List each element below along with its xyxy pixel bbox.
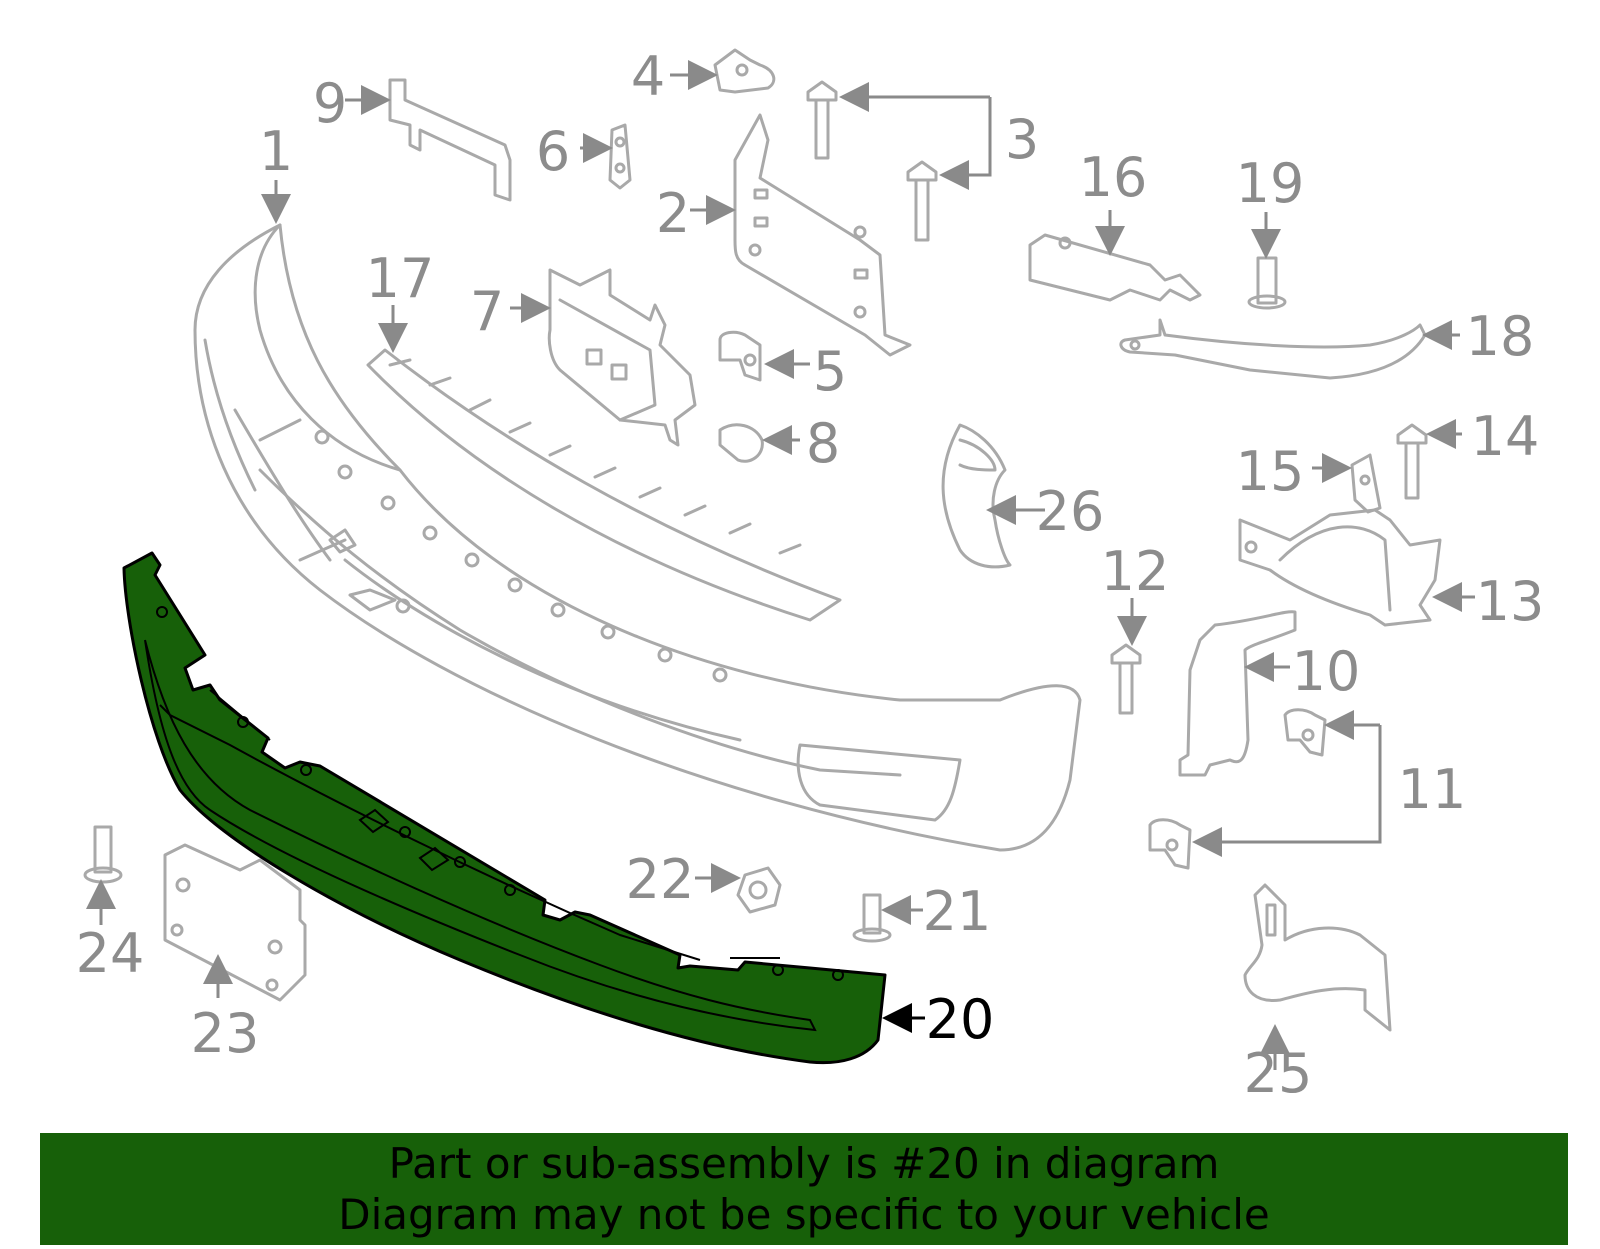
info-banner: Part or sub-assembly is #20 in diagram D… — [40, 1133, 1568, 1245]
callout-10: 10 — [1292, 640, 1361, 703]
callout-8: 8 — [806, 412, 840, 475]
part-5-nut-clip — [718, 330, 762, 382]
banner-line-2: Diagram may not be specific to your vehi… — [338, 1190, 1270, 1239]
callout-24: 24 — [76, 922, 145, 985]
part-17-upper-strip — [366, 348, 842, 622]
part-8-push-pin — [718, 423, 764, 463]
part-9-clip — [388, 78, 512, 202]
part-18-strip — [1119, 318, 1427, 380]
callout-21: 21 — [923, 880, 992, 943]
callout-17: 17 — [366, 247, 435, 310]
part-4-nut-clip — [713, 48, 776, 94]
part-13-bracket — [1238, 508, 1442, 627]
callout-14: 14 — [1471, 405, 1540, 468]
part-14-bolt — [1396, 423, 1428, 500]
callout-22: 22 — [626, 848, 695, 911]
part-12-bolt — [1110, 643, 1142, 715]
part-19-stud — [1247, 256, 1287, 310]
callout-7: 7 — [470, 280, 504, 343]
callout-5: 5 — [813, 340, 847, 403]
callout-1: 1 — [259, 120, 293, 183]
part-23-bracket — [163, 843, 307, 1002]
callout-6: 6 — [536, 120, 570, 183]
part-25-bracket — [1243, 883, 1392, 1032]
part-15-clip — [1350, 453, 1382, 514]
callout-25: 25 — [1244, 1042, 1313, 1105]
callout-20: 20 — [926, 988, 995, 1051]
banner-line-1: Part or sub-assembly is #20 in diagram — [388, 1139, 1220, 1188]
part-20-lower-valance — [122, 551, 887, 1065]
part-24-stud — [83, 825, 123, 884]
callout-16: 16 — [1079, 146, 1148, 209]
callout-2: 2 — [656, 182, 690, 245]
callout-11: 11 — [1398, 758, 1467, 821]
callout-labels: 1 2 3 4 5 6 7 8 9 10 11 12 13 14 15 16 1… — [76, 45, 1545, 1105]
callout-18: 18 — [1466, 305, 1535, 368]
part-21-stud — [852, 893, 892, 943]
callout-4: 4 — [631, 45, 665, 108]
callout-19: 19 — [1236, 152, 1305, 215]
part-16-bracket — [1028, 233, 1202, 302]
part-2-bracket — [733, 113, 912, 357]
callout-12: 12 — [1101, 540, 1170, 603]
callout-9: 9 — [313, 72, 347, 135]
leader-lines — [86, 60, 1475, 1070]
part-22-nut — [736, 866, 782, 914]
part-11-nut-clips — [1148, 708, 1327, 870]
callout-3: 3 — [1005, 108, 1039, 171]
callout-23: 23 — [191, 1002, 260, 1065]
part-26-deflector — [941, 423, 1012, 569]
callout-26: 26 — [1036, 480, 1105, 543]
part-3-bolts — [806, 80, 938, 242]
part-7-bracket — [547, 268, 697, 447]
callout-13: 13 — [1476, 570, 1545, 633]
part-6-retainer — [608, 123, 632, 190]
callout-15: 15 — [1236, 440, 1305, 503]
part-10-bracket — [1178, 610, 1297, 777]
part-1-bumper-cover — [193, 223, 1082, 852]
